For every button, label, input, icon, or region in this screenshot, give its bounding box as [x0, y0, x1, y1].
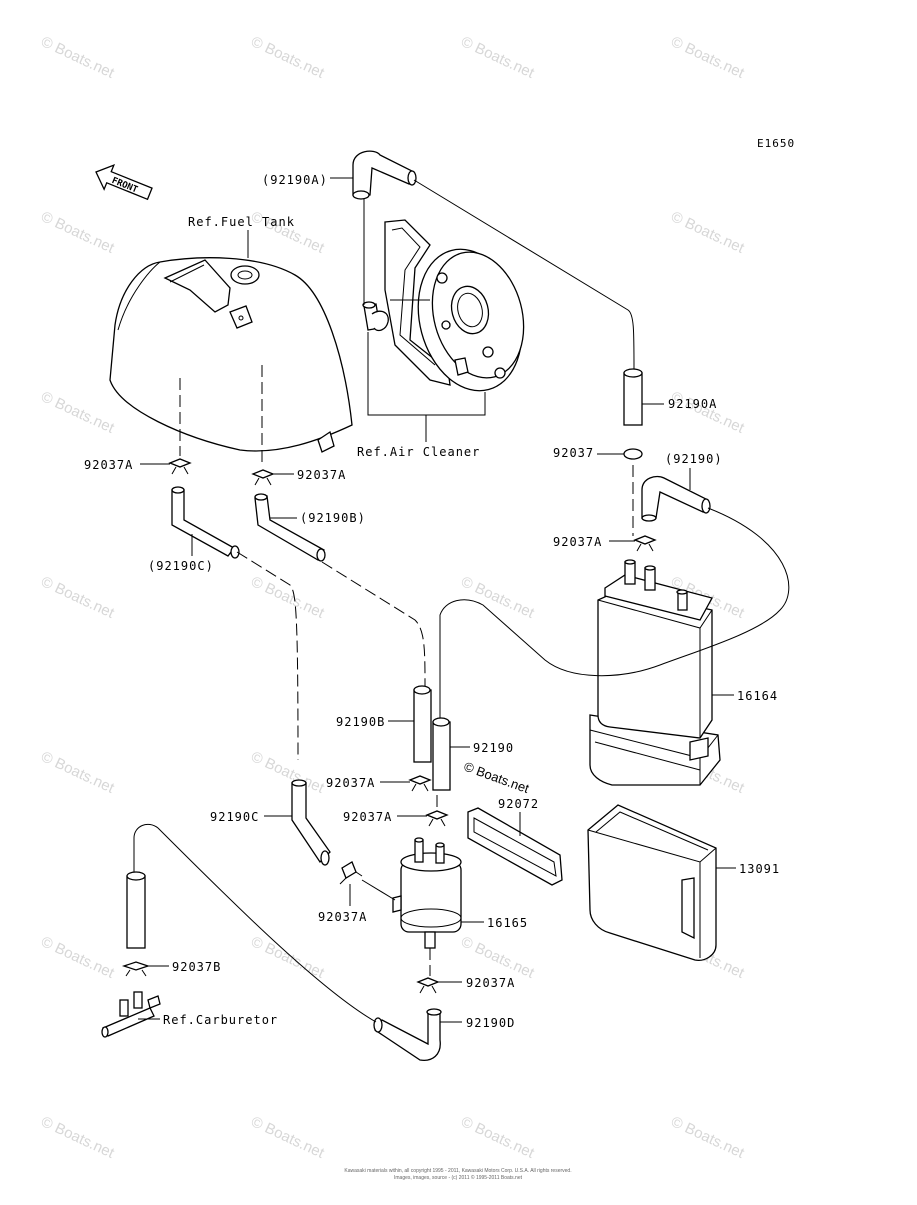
- fuel-tank: [109, 257, 353, 453]
- callout-92072: 92072: [498, 797, 539, 811]
- callout-92190d: 92190D: [466, 1016, 515, 1030]
- watermark: © Boats.net: [668, 1113, 747, 1162]
- callout-92190b: 92190B: [336, 715, 385, 729]
- callout-92037a: 92037A: [343, 810, 392, 824]
- clamp-92037a: [168, 458, 192, 475]
- ref-fuel-tank-label: Ref.Fuel Tank: [188, 215, 295, 229]
- hose-92190: [641, 475, 711, 522]
- watermark: © Boats.net: [668, 208, 747, 257]
- watermark: © Boats.net: [38, 748, 117, 797]
- watermark: © Boats.net: [458, 1113, 537, 1162]
- watermark: © Boats.net: [458, 933, 537, 982]
- watermark: © Boats.net: [248, 1113, 327, 1162]
- watermark: © Boats.net: [38, 388, 117, 437]
- watermark: © Boats.net: [248, 748, 327, 797]
- clamp-92037a: [339, 861, 363, 885]
- callout-92190a-paren: (92190A): [262, 173, 328, 187]
- watermark: © Boats.net: [248, 933, 327, 982]
- cover-13091: [587, 804, 717, 961]
- hose-92190a: [352, 150, 417, 200]
- hose-92190c: [291, 779, 331, 866]
- ref-carburetor-label: Ref.Carburetor: [163, 1013, 278, 1027]
- callout-92037a: 92037A: [297, 468, 346, 482]
- callout-92190c: 92190C: [210, 810, 259, 824]
- callout-92037a: 92037A: [326, 776, 375, 790]
- inline-boats-mark: © Boats.net: [462, 759, 532, 797]
- hose-92190: [432, 717, 451, 791]
- copyright-line: Images, images, source - (c) 2011 © 1995…: [394, 1174, 523, 1181]
- callout-92037: 92037: [553, 446, 594, 460]
- copyright-line: Kawasaki materials within, all copyright…: [344, 1168, 571, 1174]
- figure-code: E1650: [757, 137, 795, 150]
- clamp-92037a: [633, 535, 657, 552]
- hose-92190b: [254, 493, 326, 562]
- hose-92190d: [373, 1008, 442, 1061]
- callout-92190b-paren: (92190B): [300, 511, 366, 525]
- callout-16165: 16165: [487, 916, 528, 930]
- watermark: © Boats.net: [38, 33, 117, 82]
- callout-13091: 13091: [739, 862, 780, 876]
- callout-92190-paren: (92190): [665, 452, 723, 466]
- callout-92037a: 92037A: [466, 976, 515, 990]
- callout-92037a: 92037A: [318, 910, 367, 924]
- callout-92037a: 92037A: [553, 535, 602, 549]
- hose-92190c: [171, 486, 240, 559]
- watermark: © Boats.net: [38, 933, 117, 982]
- clamp-92037a: [416, 977, 440, 994]
- clamp-92037: [623, 448, 643, 460]
- clamp-92037a: [408, 775, 432, 792]
- callout-92037a: 92037A: [84, 458, 133, 472]
- clamp-92037b: [121, 961, 151, 977]
- watermark: © Boats.net: [248, 33, 327, 82]
- watermark: © Boats.net: [458, 33, 537, 82]
- watermark: © Boats.net: [668, 33, 747, 82]
- front-arrow: FRONT: [95, 164, 153, 201]
- clamp-92037a: [425, 810, 449, 827]
- air-cleaner: [362, 219, 525, 392]
- ref-air-cleaner-label: Ref.Air Cleaner: [357, 445, 480, 459]
- callout-92190c-paren: (92190C): [148, 559, 214, 573]
- watermark: © Boats.net: [38, 1113, 117, 1162]
- callout-92190: 92190: [473, 741, 514, 755]
- watermark: © Boats.net: [38, 208, 117, 257]
- callout-92190a: 92190A: [668, 397, 717, 411]
- canister-16164: [589, 559, 721, 786]
- watermark: © Boats.net: [668, 388, 747, 437]
- watermark: © Boats.net: [458, 573, 537, 622]
- carburetor-fitting: [101, 991, 161, 1038]
- watermark: © Boats.net: [38, 573, 117, 622]
- callout-16164: 16164: [737, 689, 778, 703]
- hose-92190b: [413, 685, 432, 763]
- callout-92037b: 92037B: [172, 960, 221, 974]
- fuel-filter-16165: [392, 837, 462, 949]
- clamp-92037a: [251, 469, 275, 486]
- hose-92190a: [623, 368, 643, 426]
- hose-92190-left: [126, 871, 146, 949]
- band-92072: [467, 807, 563, 886]
- watermark: © Boats.net: [248, 573, 327, 622]
